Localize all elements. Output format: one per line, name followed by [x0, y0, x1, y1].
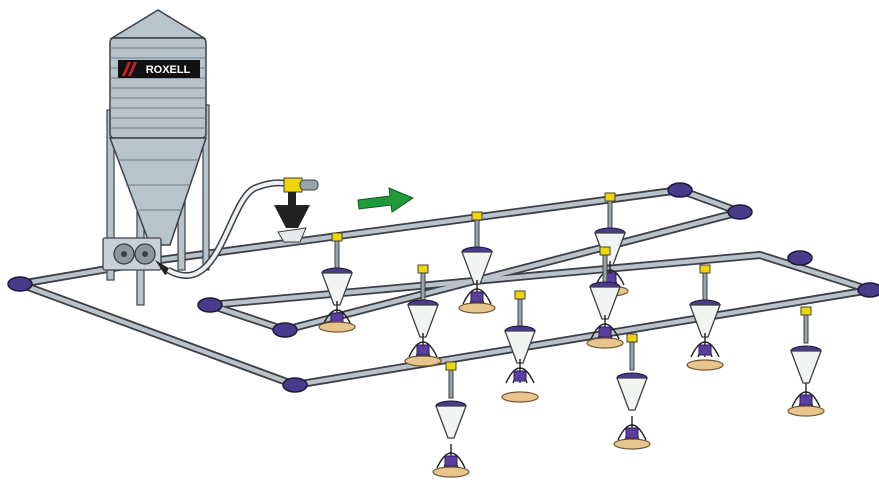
corner-wheel — [272, 322, 298, 338]
feeder-pan-icon — [404, 264, 442, 367]
silo-logo-text: ROXELL — [146, 64, 191, 76]
corner-wheel — [787, 250, 813, 266]
corner-wheel — [282, 377, 308, 393]
feed-line-loops — [16, 186, 874, 389]
fill-tube — [166, 179, 291, 280]
corner-wheel — [727, 204, 753, 220]
feeder-pan-icon — [613, 333, 651, 450]
corner-wheel — [857, 282, 879, 298]
feeder-pan-icon — [686, 264, 724, 371]
corner-wheel — [667, 182, 693, 198]
corner-wheel — [197, 297, 223, 313]
feeder-pan-icon — [586, 246, 624, 349]
corner-wheel — [7, 276, 33, 292]
hopper-icon — [274, 177, 319, 243]
flow-arrow-icon — [357, 187, 415, 213]
feeder-pan-icon — [318, 232, 356, 333]
feeder-pan-icon — [787, 306, 825, 417]
feeder-pans — [318, 192, 825, 478]
drive-unit-icon — [102, 237, 172, 275]
silo-logo: ROXELL — [118, 60, 200, 78]
feed-silo-icon: ROXELL — [106, 9, 210, 306]
feeder-pan-icon — [432, 361, 470, 478]
corner-wheels — [7, 182, 879, 393]
feeder-pan-icon — [458, 211, 496, 314]
feeder-pan-icon — [501, 290, 539, 403]
